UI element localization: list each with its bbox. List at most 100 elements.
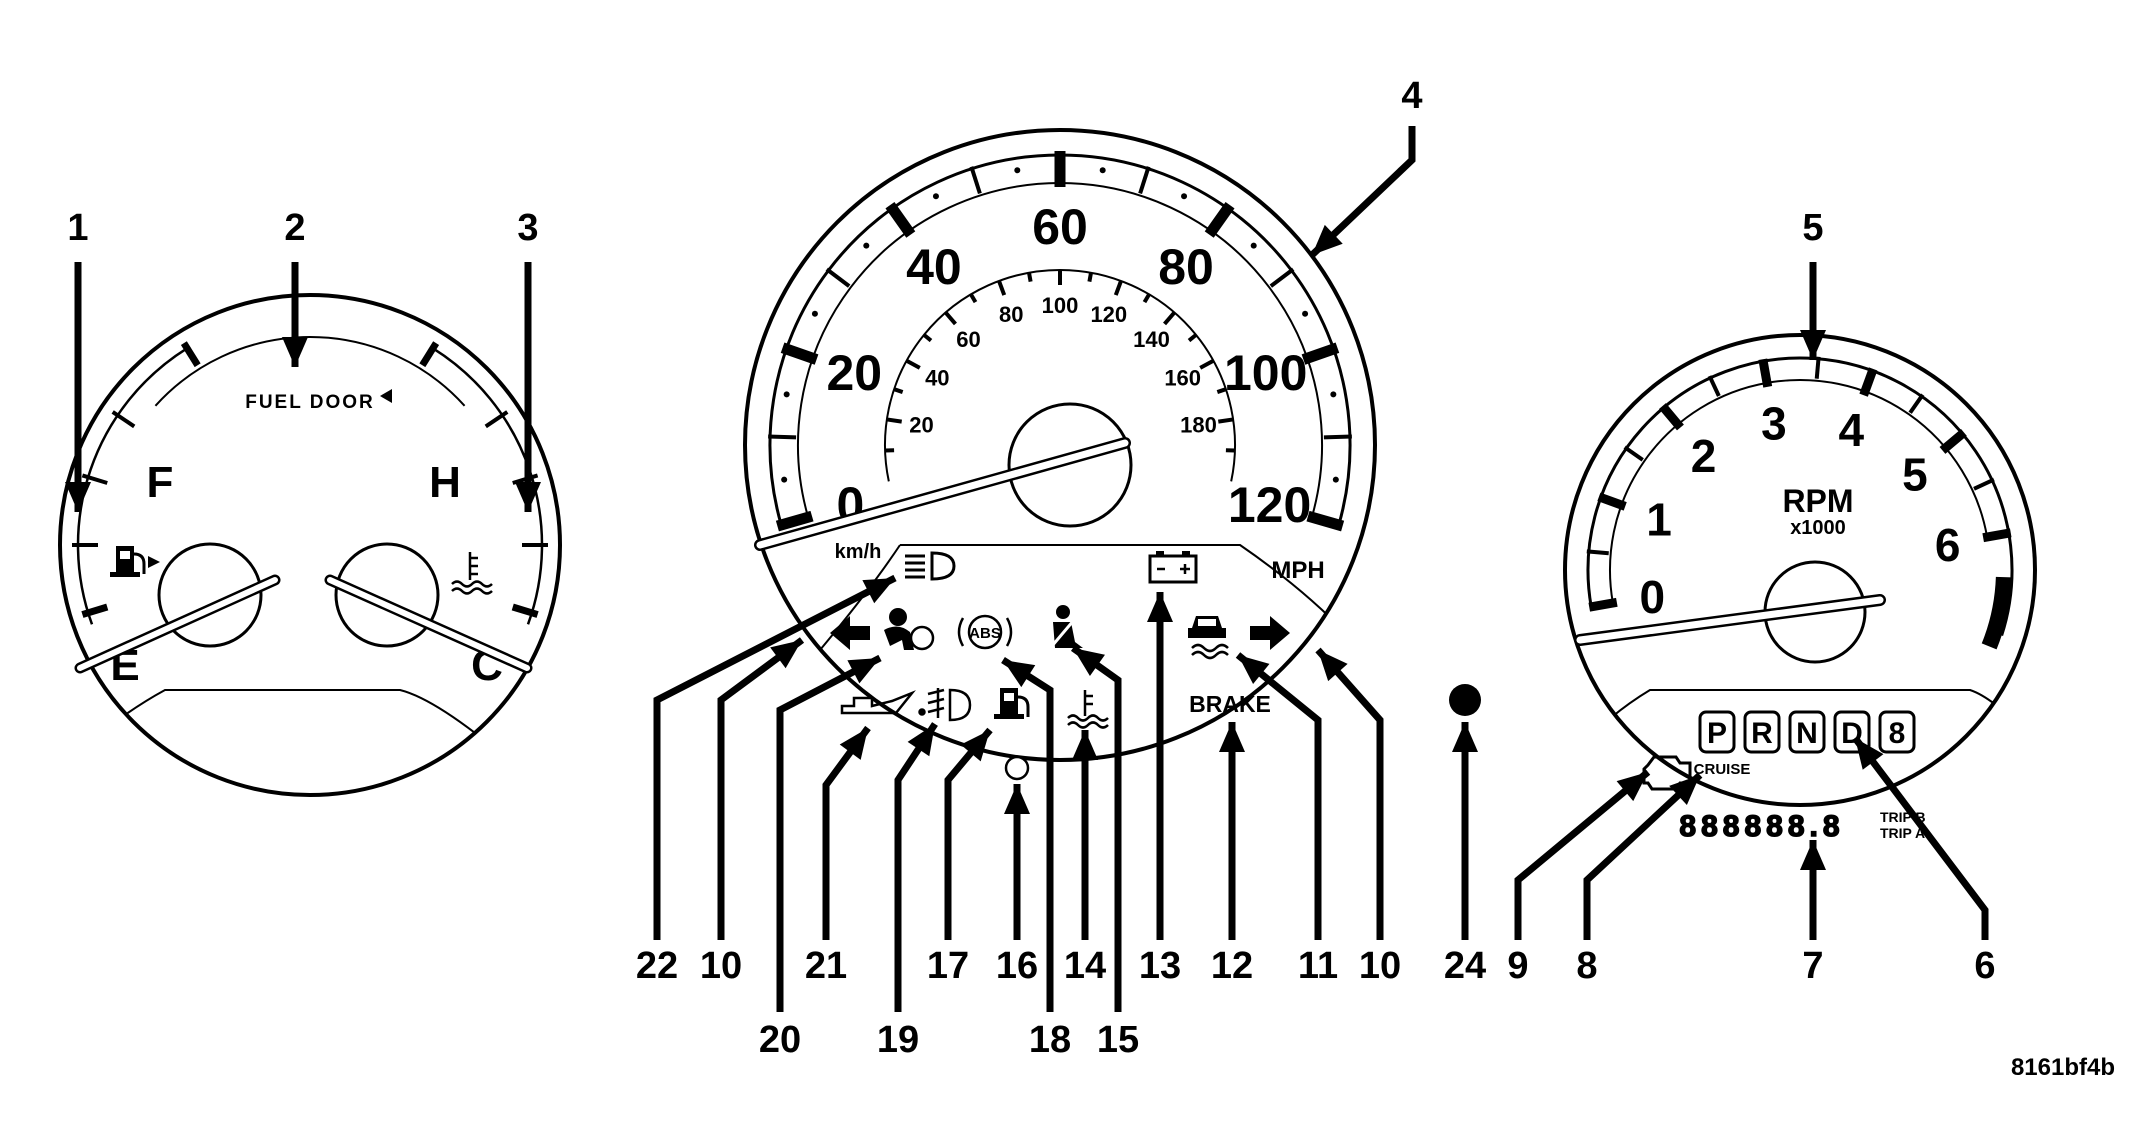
mph-label: 120	[1228, 477, 1311, 533]
battery-icon	[1148, 551, 1198, 584]
fog-lamp-icon	[927, 688, 972, 722]
leader-4-head	[1312, 224, 1343, 255]
kmh-label: 20	[909, 413, 933, 438]
leader-10-left-head	[770, 640, 802, 669]
mph-minor-tick	[1138, 166, 1151, 195]
mph-dot	[1302, 310, 1309, 317]
fuel-tick	[81, 603, 109, 618]
turn-signal-left-icon	[830, 616, 870, 650]
leader-20	[776, 654, 882, 1012]
callout-6: 6	[1974, 945, 1995, 987]
rpm-label: 5	[1902, 449, 1928, 501]
leader-15-head	[1073, 648, 1105, 676]
callout-14: 14	[1064, 945, 1106, 987]
leader-12-head	[1219, 722, 1245, 752]
callout-7: 7	[1802, 945, 1823, 987]
kmh-label: 120	[1090, 302, 1127, 327]
rpm-tick	[1982, 528, 2012, 543]
callout-5: 5	[1802, 207, 1823, 249]
rpm-tick	[1814, 356, 1821, 379]
mph-dot	[932, 193, 939, 200]
leader-11	[1235, 652, 1322, 940]
mph-major-tick	[1204, 201, 1235, 238]
kmh-label: 80	[999, 302, 1023, 327]
rpm-tick	[1908, 393, 1925, 414]
callout-16: 16	[996, 945, 1038, 987]
headlamp-high-beam-icon	[905, 551, 956, 581]
callout-10-right: 10	[1359, 945, 1401, 987]
mph-label: 40	[906, 239, 962, 295]
temp-tick	[419, 341, 440, 368]
leader-13-head	[1147, 592, 1173, 622]
gear-box	[1743, 710, 1781, 754]
gear-letter: P	[1707, 717, 1727, 750]
leader-22	[653, 574, 897, 940]
cruise-label: CRUISE	[1694, 761, 1751, 778]
leader-6	[1852, 735, 1989, 940]
abs-label: ABS	[969, 625, 1001, 642]
fuel-temp-gauge: FUEL DOOR F H E C	[58, 293, 562, 797]
leader-16-head	[1004, 784, 1030, 814]
callout-arrowheads	[65, 224, 1884, 870]
leader-4	[1309, 126, 1416, 258]
kmh-tick	[1163, 311, 1176, 326]
rpm-tick	[1586, 549, 1609, 556]
rpm-tick	[1623, 445, 1644, 462]
leader-17	[944, 727, 993, 940]
rpm-tick	[1939, 428, 1967, 454]
mph-dot	[1250, 242, 1257, 249]
callout-1: 1	[67, 207, 88, 249]
gear-letter: R	[1751, 717, 1773, 750]
kmh-tick	[886, 417, 903, 424]
mph-dot	[1099, 167, 1106, 174]
fuel-full-mark: F	[147, 458, 174, 507]
kmh-tick	[1187, 333, 1198, 343]
kmh-tick	[905, 358, 921, 370]
leader-19-head	[907, 724, 935, 757]
callout-17: 17	[927, 945, 969, 987]
mph-minor-tick	[1269, 267, 1295, 288]
gear-box	[1788, 710, 1826, 754]
rpm-tick	[1973, 477, 1995, 491]
kmh-tick	[1087, 272, 1093, 282]
temp-hot-mark: H	[429, 458, 461, 507]
callout-22: 22	[636, 945, 678, 987]
leader-22-head	[862, 578, 895, 604]
leader-11-head	[1238, 655, 1270, 685]
fuel-arc	[76, 347, 188, 625]
mph-label: 20	[826, 345, 882, 401]
rpm-label: 1	[1646, 494, 1672, 546]
rpm-label: 0	[1639, 571, 1665, 623]
mph-minor-tick	[825, 267, 851, 288]
temp-tick	[484, 410, 509, 429]
mph-dot	[783, 391, 790, 398]
fuel-door-arrow-icon	[380, 389, 392, 403]
mph-major-tick	[775, 510, 814, 532]
rpm-label: 3	[1761, 397, 1787, 449]
kmh-tick	[969, 293, 978, 304]
redline-band	[1981, 576, 2012, 650]
callout-13: 13	[1139, 945, 1181, 987]
kmh-tick	[1216, 387, 1227, 394]
mph-dot	[1330, 391, 1337, 398]
fuel-tick	[111, 410, 136, 429]
speedometer-needle-hub	[1007, 402, 1133, 528]
gear-box	[1878, 710, 1916, 754]
kmh-label: 160	[1164, 366, 1201, 391]
fuel-pump-icon	[110, 546, 160, 577]
mph-major-tick	[1306, 510, 1345, 532]
callout-8: 8	[1576, 945, 1597, 987]
leader-10-left	[717, 637, 805, 940]
temp-tick	[511, 603, 539, 618]
rpm-unit-sub: x1000	[1790, 517, 1846, 539]
fuel-tick	[180, 341, 201, 368]
callout-20: 20	[759, 1019, 801, 1061]
callout-15: 15	[1097, 1019, 1139, 1061]
callout-2: 2	[284, 207, 305, 249]
leader-24-head	[1452, 722, 1478, 752]
